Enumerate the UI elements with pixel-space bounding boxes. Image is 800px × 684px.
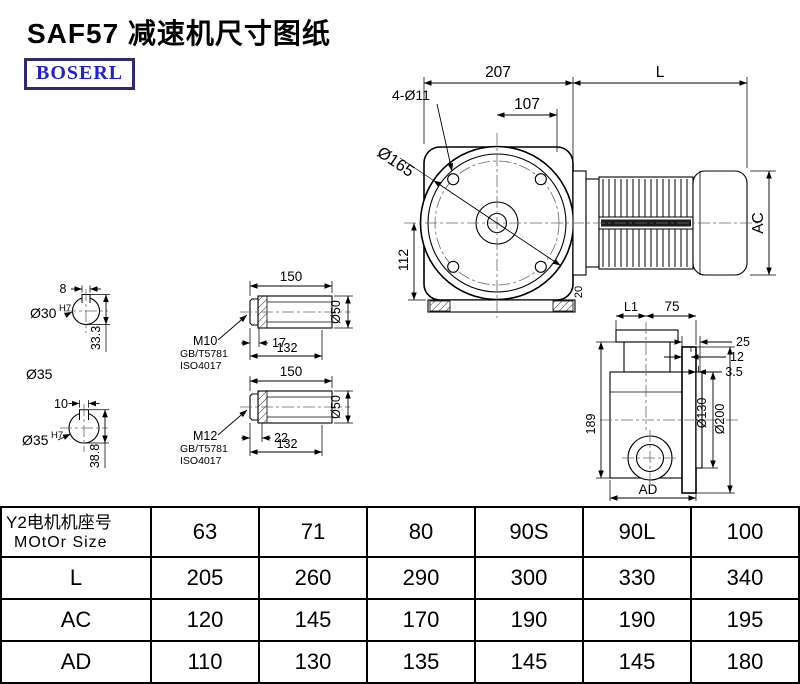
AD-value: 145 xyxy=(582,640,692,684)
dim-12: 12 xyxy=(730,350,744,364)
dim-key-width-8: 8 xyxy=(60,282,67,296)
bore-section-d35: 10 Ø35 H7 38.8 xyxy=(22,397,109,468)
L-value: 205 xyxy=(150,556,260,600)
row-label-AD: AD xyxy=(0,640,152,684)
dim-bolt-holes: 4-Ø11 xyxy=(392,87,430,103)
dim-112: 112 xyxy=(395,249,411,272)
dim-20: 20 xyxy=(573,286,585,298)
motor-size-value: 90S xyxy=(474,506,584,558)
standard-gb-b: GB/T5781 xyxy=(180,443,228,455)
AD-value: 135 xyxy=(366,640,476,684)
dim-38-8: 38.8 xyxy=(88,444,102,468)
dim-25: 25 xyxy=(736,335,750,349)
AD-value: 110 xyxy=(150,640,260,684)
motor-size-value: 63 xyxy=(150,506,260,558)
table-row-AD: AD 110 130 135 145 145 180 xyxy=(0,640,800,684)
AC-value: 195 xyxy=(690,598,800,642)
dim-AD: AD xyxy=(639,482,658,497)
AD-value: 130 xyxy=(258,640,368,684)
dimension-drawing: 207 L 107 4-Ø11 Ø165 112 AC 20 xyxy=(22,64,776,501)
motor-size-header-row: Y2电机机座号 MOtOr Size 63 71 80 90S 90L 100 xyxy=(0,506,800,558)
AD-value: 145 xyxy=(474,640,584,684)
thread-label-m10: M10 xyxy=(193,334,217,348)
thread-label-m12: M12 xyxy=(193,429,217,443)
motor-size-label-cn: Y2电机机座号 xyxy=(6,512,112,532)
bolt-hole xyxy=(447,260,460,273)
dim-132-a: 132 xyxy=(277,341,298,355)
motor-size-value: 71 xyxy=(258,506,368,558)
bore-label-d30: Ø30 xyxy=(30,305,57,321)
bore-section-d30: 8 Ø30 H7 33.3 xyxy=(30,282,110,352)
dim-d50-a: Ø50 xyxy=(329,300,343,324)
dim-17: 17 xyxy=(272,336,286,350)
dim-d50-b: Ø50 xyxy=(329,395,343,419)
boserl-logo: BOSERL xyxy=(24,58,136,90)
row-label-L: L xyxy=(0,556,152,600)
side-view: L1 75 25 12 3.5 189 Ø130 xyxy=(584,299,750,501)
table-row-L: L 205 260 290 300 330 340 xyxy=(0,556,800,600)
L-value: 290 xyxy=(366,556,476,600)
dim-3-5: 3.5 xyxy=(725,365,742,379)
L-value: 340 xyxy=(690,556,800,600)
dim-L1: L1 xyxy=(624,300,638,314)
dim-L: L xyxy=(656,64,665,81)
bore-tolerance-d35: H7 xyxy=(51,430,63,441)
dim-189: 189 xyxy=(584,414,598,435)
table-row-AC: AC 120 145 170 190 190 195 xyxy=(0,598,800,642)
bolt-hole xyxy=(447,173,460,186)
page-title: SAF57 减速机尺寸图纸 xyxy=(27,18,331,49)
AD-value: 180 xyxy=(690,640,800,684)
standard-iso-b: ISO4017 xyxy=(180,455,222,467)
dim-d130: Ø130 xyxy=(695,398,709,429)
motor-size-value: 100 xyxy=(690,506,800,558)
L-value: 260 xyxy=(258,556,368,600)
dim-207: 207 xyxy=(485,64,511,81)
dim-d200: Ø200 xyxy=(713,404,727,435)
AC-value: 120 xyxy=(150,598,260,642)
bolt-hole xyxy=(534,260,547,273)
logo-text: BOSERL xyxy=(36,62,124,84)
dim-132-b: 132 xyxy=(277,437,298,451)
AC-value: 190 xyxy=(474,598,584,642)
dim-75: 75 xyxy=(664,299,679,314)
row-label-AC: AC xyxy=(0,598,152,642)
bore-label-d35: Ø35 xyxy=(22,432,49,448)
output-shaft-m10: 150 17 132 Ø50 M10 GB/T5781 ISO4017 xyxy=(180,269,353,372)
mounting-base xyxy=(427,299,576,313)
dim-150-a: 150 xyxy=(280,269,303,284)
dim-22: 22 xyxy=(274,431,288,445)
dim-107: 107 xyxy=(514,96,540,113)
dim-33-3: 33.3 xyxy=(89,326,103,350)
dim-AC: AC xyxy=(750,212,767,234)
label-d35: Ø35 xyxy=(26,366,53,382)
dim-key-width-10: 10 xyxy=(54,397,68,411)
motor-size-label-cell: Y2电机机座号 MOtOr Size xyxy=(0,506,152,558)
output-shaft-m12: 150 22 132 Ø50 M12 GB/T5781 ISO4017 xyxy=(180,364,353,467)
dim-flange-dia: Ø165 xyxy=(374,143,418,180)
standard-iso-a: ISO4017 xyxy=(180,360,222,372)
dim-150-b: 150 xyxy=(280,364,303,379)
L-value: 330 xyxy=(582,556,692,600)
motor-size-table: Y2电机机座号 MOtOr Size 63 71 80 90S 90L 100 … xyxy=(0,506,800,684)
motor-size-value: 80 xyxy=(366,506,476,558)
AC-value: 190 xyxy=(582,598,692,642)
bore-tolerance-d30: H7 xyxy=(59,303,71,314)
AC-value: 170 xyxy=(366,598,476,642)
standard-gb-a: GB/T5781 xyxy=(180,348,228,360)
motor-size-value: 90L xyxy=(582,506,692,558)
AC-value: 145 xyxy=(258,598,368,642)
motor-size-label-en: MOtOr Size xyxy=(14,534,108,552)
bolt-hole xyxy=(534,173,547,186)
L-value: 300 xyxy=(474,556,584,600)
